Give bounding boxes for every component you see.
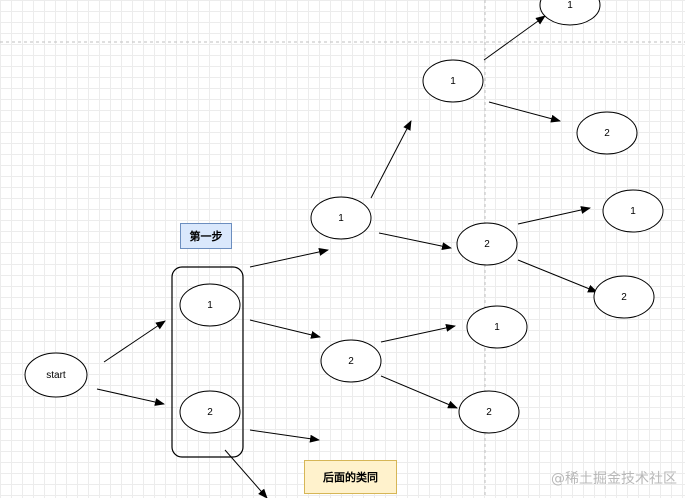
- node-l3-mid-label: 2: [484, 239, 490, 250]
- node-l3-top-label: 1: [450, 76, 456, 87]
- node-group-2[interactable]: 2: [179, 390, 241, 434]
- node-l2-lower[interactable]: 2: [320, 339, 382, 383]
- node-l3-lower-b-label: 2: [486, 407, 492, 418]
- arrow-l3top-to-top2: [488, 101, 561, 123]
- arrow-group-2-right: [249, 429, 320, 443]
- node-l3-lower-a[interactable]: 1: [466, 305, 528, 349]
- node-group-1-label: 1: [207, 300, 213, 311]
- node-l4-mid-2-label: 2: [621, 292, 627, 303]
- arrow-group-1-to-upper: [249, 248, 329, 268]
- node-l4-top-2-label: 2: [604, 128, 610, 139]
- node-start-label: start: [46, 370, 66, 381]
- node-l4-top-1[interactable]: 1: [539, 0, 601, 26]
- node-l2-upper-label: 1: [338, 213, 344, 224]
- note-label-box[interactable]: 后面的类同: [304, 460, 397, 494]
- node-l4-mid-1-label: 1: [630, 206, 636, 217]
- arrow-l2upper-to-l3top: [370, 120, 412, 199]
- arrow-group-2-down: [224, 449, 268, 498]
- node-l4-mid-2[interactable]: 2: [593, 275, 655, 319]
- arrow-start-to-1: [103, 320, 166, 363]
- note-label-text: 后面的类同: [323, 472, 378, 484]
- arrow-l2lower-to-l3b: [380, 375, 458, 409]
- node-l2-lower-label: 2: [348, 356, 354, 367]
- node-start[interactable]: start: [24, 352, 88, 398]
- node-l4-top-2[interactable]: 2: [576, 111, 638, 155]
- arrow-start-to-2: [96, 388, 165, 406]
- node-l3-top[interactable]: 1: [422, 59, 484, 103]
- arrow-l3top-to-top1: [483, 15, 546, 61]
- watermark-text: @稀土掘金技术社区: [551, 471, 677, 487]
- arrow-l3mid-to-l4b: [517, 259, 598, 293]
- node-l4-mid-1[interactable]: 1: [602, 189, 664, 233]
- arrow-group-1-to-lower: [249, 319, 321, 339]
- arrow-l2lower-to-l3a: [380, 323, 456, 343]
- node-group-1[interactable]: 1: [179, 283, 241, 327]
- node-l3-mid[interactable]: 2: [456, 222, 518, 266]
- group-container[interactable]: [171, 266, 244, 458]
- node-l3-lower-b[interactable]: 2: [458, 390, 520, 434]
- node-l2-upper[interactable]: 1: [310, 196, 372, 240]
- step-label-box[interactable]: 第一步: [180, 223, 232, 249]
- node-l3-lower-a-label: 1: [494, 322, 500, 333]
- node-group-2-label: 2: [207, 407, 213, 418]
- step-label-text: 第一步: [189, 231, 223, 243]
- arrow-l2upper-to-l3mid: [378, 232, 452, 251]
- arrow-l3mid-to-l4a: [517, 206, 591, 225]
- node-l4-top-1-label: 1: [567, 0, 573, 11]
